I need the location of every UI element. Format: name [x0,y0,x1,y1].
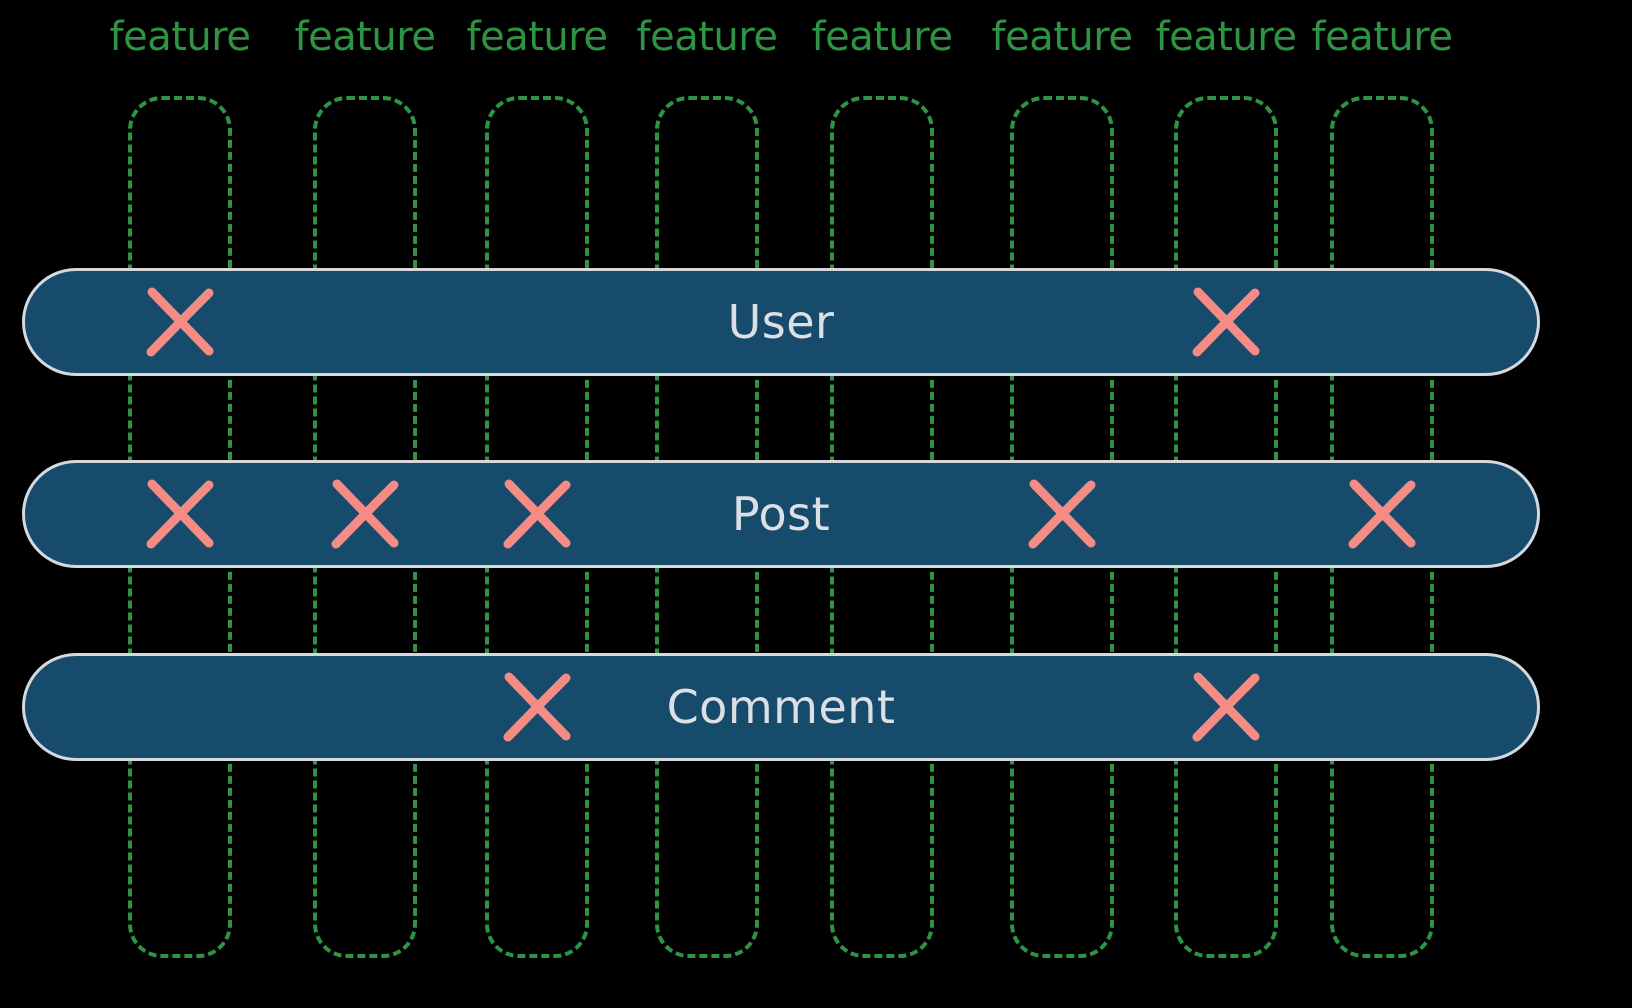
column-label-8: feature [1311,14,1453,60]
column-label-4: feature [636,14,778,60]
column-label-5: feature [811,14,953,60]
column-label-7: feature [1155,14,1297,60]
column-label-1: feature [109,14,251,60]
entity-row-comment[interactable]: Comment [22,653,1540,761]
column-label-2: feature [294,14,436,60]
entity-row-label: User [727,295,835,349]
entity-row-user[interactable]: User [22,268,1540,376]
entity-row-label: Post [731,487,831,541]
entity-row-label: Comment [666,680,896,734]
column-label-6: feature [991,14,1133,60]
entity-row-post[interactable]: Post [22,460,1540,568]
column-label-3: feature [466,14,608,60]
